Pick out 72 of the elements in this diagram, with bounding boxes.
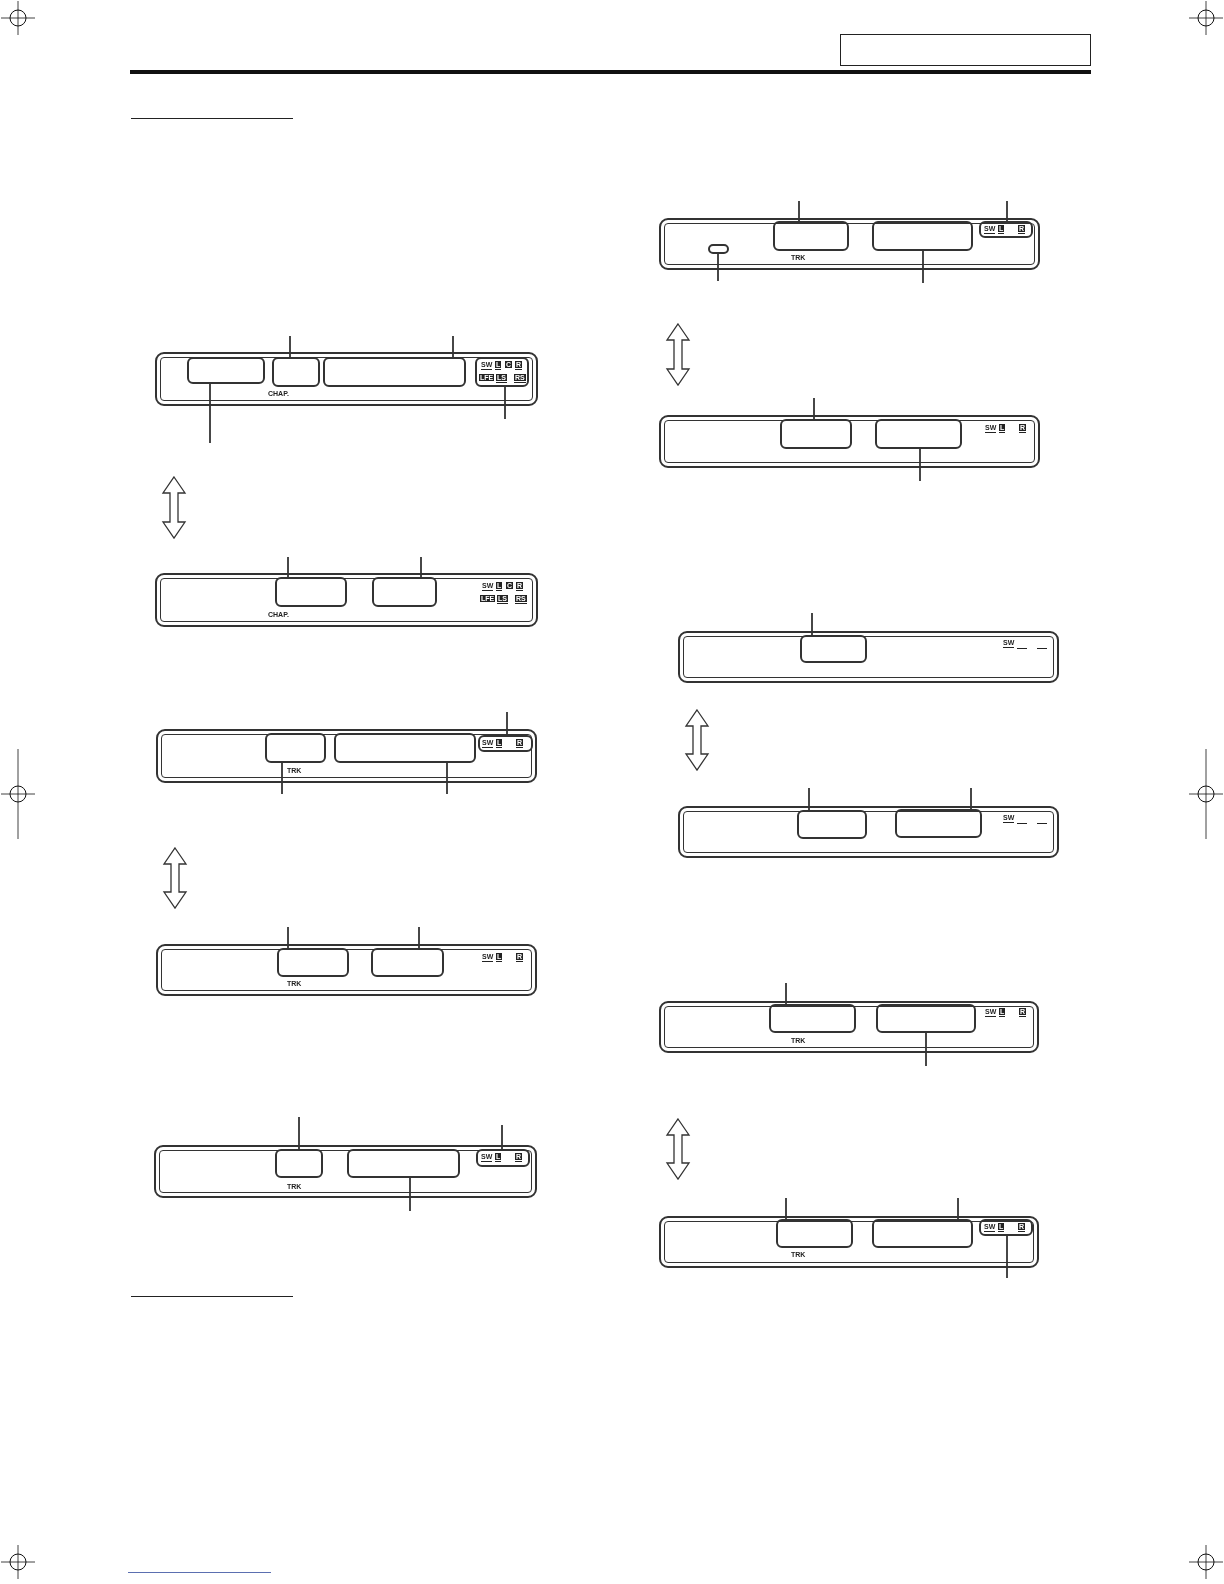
leader-line xyxy=(925,1032,927,1067)
highlight-frame xyxy=(872,221,973,251)
leader-line xyxy=(970,787,972,810)
highlight-frame xyxy=(275,577,347,607)
leader-line xyxy=(813,397,815,420)
highlight-frame xyxy=(780,419,852,449)
highlight-frame xyxy=(776,1219,853,1248)
leader-line xyxy=(919,448,921,482)
highlight-frame xyxy=(769,1004,856,1033)
highlight-frame xyxy=(876,1004,976,1033)
display-panel xyxy=(659,415,1040,468)
leader-line xyxy=(957,1197,959,1220)
leader-line xyxy=(281,762,283,795)
leader-line xyxy=(287,556,289,578)
leader-line xyxy=(922,250,924,284)
display-panel xyxy=(659,218,1040,270)
leader-line xyxy=(785,982,787,1005)
highlight-frame xyxy=(272,357,320,387)
double-arrow xyxy=(161,475,187,540)
display-panel xyxy=(659,1216,1039,1268)
display-panel xyxy=(156,729,537,783)
leader-line xyxy=(811,612,813,636)
highlight-frame xyxy=(478,735,533,752)
highlight-frame xyxy=(979,1219,1033,1236)
highlight-frame xyxy=(187,357,265,384)
leader-line xyxy=(209,383,211,444)
leader-line xyxy=(717,253,719,282)
display-panel xyxy=(678,806,1059,858)
highlight-frame xyxy=(371,948,444,977)
display-panel xyxy=(155,352,538,406)
display-panel xyxy=(155,573,538,627)
leader-line xyxy=(504,386,506,420)
display-panel xyxy=(154,1145,537,1198)
display-panel xyxy=(156,944,537,996)
highlight-frame xyxy=(872,1219,973,1248)
highlight-frame xyxy=(708,244,729,254)
leader-line xyxy=(1006,200,1008,222)
leader-line xyxy=(506,711,508,736)
highlight-frame xyxy=(265,733,326,763)
double-arrow xyxy=(665,322,691,387)
highlight-frame xyxy=(372,577,437,607)
double-arrow xyxy=(665,1117,691,1181)
highlight-frame xyxy=(277,948,349,977)
display-panel xyxy=(659,1001,1039,1053)
display-panel xyxy=(678,631,1059,683)
leader-line xyxy=(501,1124,503,1150)
highlight-frame xyxy=(347,1149,460,1178)
double-arrow xyxy=(684,708,710,772)
highlight-frame xyxy=(323,357,466,387)
highlight-frame xyxy=(476,1149,530,1167)
leader-line xyxy=(418,926,420,949)
highlight-frame xyxy=(979,221,1033,238)
leader-line xyxy=(452,335,454,358)
leader-line xyxy=(289,335,291,358)
leader-line xyxy=(298,1116,300,1150)
leader-line xyxy=(287,926,289,949)
leader-line xyxy=(1006,1235,1008,1279)
leader-line xyxy=(446,762,448,795)
highlight-frame xyxy=(475,357,529,387)
leader-line xyxy=(808,787,810,811)
highlight-frame xyxy=(875,419,962,449)
highlight-frame xyxy=(797,810,867,839)
highlight-frame xyxy=(773,221,849,251)
leader-line xyxy=(798,200,800,222)
leader-line xyxy=(420,556,422,578)
highlight-frame xyxy=(334,733,476,763)
highlight-frame xyxy=(800,635,867,663)
highlight-frame xyxy=(275,1149,323,1178)
highlight-frame xyxy=(895,809,982,838)
double-arrow xyxy=(162,846,188,910)
leader-line xyxy=(409,1177,411,1212)
leader-line xyxy=(785,1197,787,1220)
